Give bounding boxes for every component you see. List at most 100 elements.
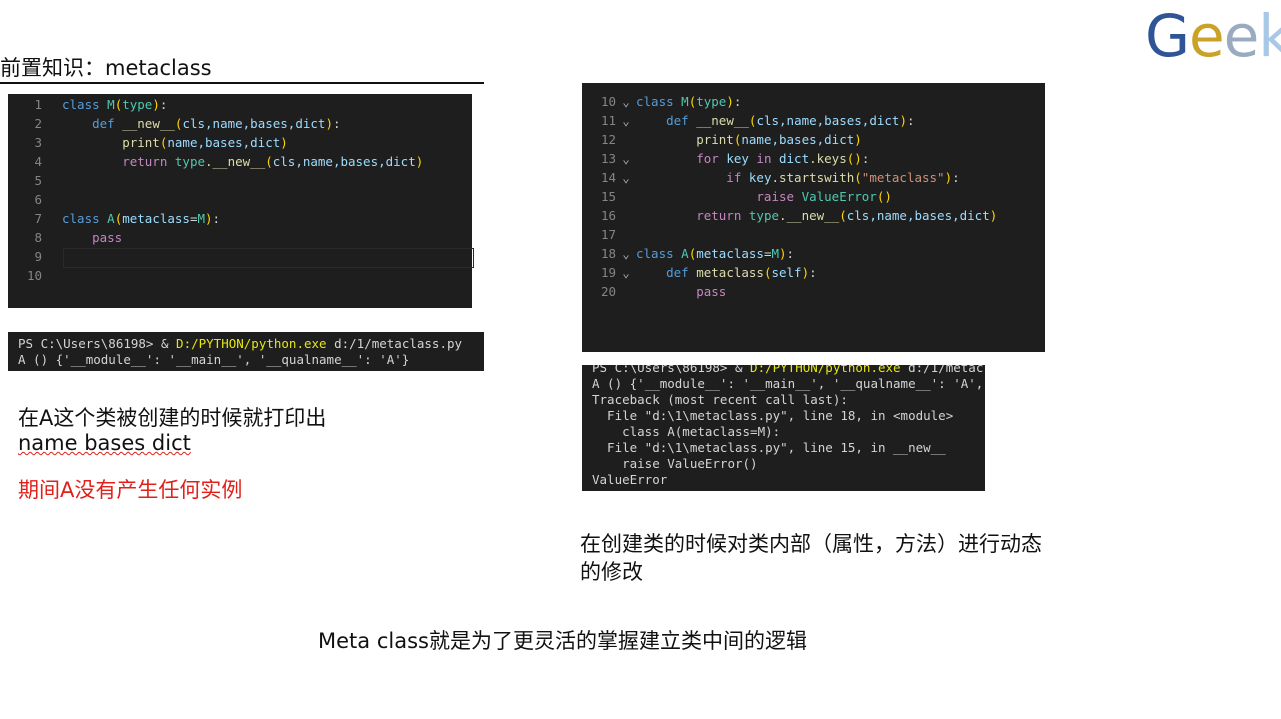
code-token: "metaclass" bbox=[861, 170, 945, 185]
code-token: return bbox=[636, 208, 749, 223]
terminal-token: PS C:\Users\86198> & bbox=[592, 365, 751, 375]
code-token: cls,name,bases,dict bbox=[272, 154, 416, 169]
chevron-down-icon: ⌄ bbox=[622, 94, 630, 109]
terminal-line: File "d:\1\metaclass.py", line 15, in __… bbox=[592, 440, 946, 456]
code-token: : bbox=[332, 116, 341, 131]
code-token: = bbox=[763, 246, 772, 261]
code-token: pass bbox=[636, 284, 727, 299]
code-token: return bbox=[62, 154, 175, 169]
terminal-line: raise ValueError() bbox=[592, 456, 758, 472]
chevron-down-icon: ⌄ bbox=[622, 265, 630, 280]
code-token: .keys bbox=[809, 151, 847, 166]
line-number: 5 bbox=[34, 173, 42, 188]
fold-gutter bbox=[42, 247, 62, 266]
code-token: ) bbox=[415, 154, 424, 169]
code-token: () bbox=[876, 189, 892, 204]
code-line: 18⌄class A(metaclass=M): bbox=[582, 244, 794, 263]
terminal-line: PS C:\Users\86198> & D:/PYTHON/python.ex… bbox=[18, 336, 462, 352]
code-token: cls,name,bases,dict bbox=[756, 113, 900, 128]
line-number: 8 bbox=[34, 230, 42, 245]
fold-gutter bbox=[616, 187, 636, 206]
code-editor-left: 1 class M(type):2 def __new__(cls,name,b… bbox=[8, 94, 472, 308]
right-note-line-1: 在创建类的时候对类内部（属性，方法）进行动态 bbox=[580, 532, 1042, 556]
code-token: def bbox=[636, 265, 697, 280]
terminal-line: ValueError bbox=[592, 472, 667, 488]
code-token: ( bbox=[114, 97, 123, 112]
code-token: ( bbox=[763, 265, 772, 280]
logo-letter: e bbox=[1188, 2, 1225, 70]
code-token: M bbox=[681, 94, 689, 109]
code-line: 2 def __new__(cls,name,bases,dict): bbox=[8, 114, 341, 133]
code-token: class bbox=[62, 97, 108, 112]
code-token: : bbox=[159, 97, 168, 112]
line-number: 10 bbox=[600, 94, 616, 109]
code-token: .startswith bbox=[771, 170, 855, 185]
code-token: type bbox=[748, 208, 779, 223]
line-number: 12 bbox=[600, 132, 616, 147]
code-line: 10⌄class M(type): bbox=[582, 92, 741, 111]
terminal-line: class A(metaclass=M): bbox=[592, 424, 780, 440]
code-token: cls,name,bases,dict bbox=[182, 116, 326, 131]
code-token: ) bbox=[854, 132, 862, 147]
terminal-line: A () {'__module__': '__main__', '__qualn… bbox=[592, 376, 983, 392]
fold-gutter bbox=[616, 282, 636, 301]
code-token: for bbox=[636, 151, 727, 166]
code-line: 7 class A(metaclass=M): bbox=[8, 209, 220, 228]
line-number: 13 bbox=[600, 151, 616, 166]
fold-gutter bbox=[42, 114, 62, 133]
code-token: metaclass bbox=[696, 265, 764, 280]
code-line: 15 raise ValueError() bbox=[582, 187, 892, 206]
fold-gutter bbox=[42, 171, 62, 190]
code-token: __new__ bbox=[122, 116, 175, 131]
code-line: 8 pass bbox=[8, 228, 122, 247]
terminal-line: PS C:\Users\86198> & D:/PYTHON/python.ex… bbox=[592, 365, 985, 376]
terminal-token: PS C:\Users\86198> & bbox=[18, 336, 177, 351]
code-token: : bbox=[809, 265, 817, 280]
line-number: 4 bbox=[34, 154, 42, 169]
code-token: ( bbox=[688, 246, 697, 261]
code-token: = bbox=[189, 211, 198, 226]
code-token: key bbox=[748, 170, 772, 185]
terminal-token: File "d:\1\metaclass.py", line 18, in <m… bbox=[592, 408, 954, 423]
slide-title: 前置知识：metaclass bbox=[0, 56, 212, 80]
line-number: 7 bbox=[34, 211, 42, 226]
code-token: ) bbox=[325, 116, 333, 131]
fold-gutter bbox=[42, 209, 62, 228]
right-note-line-2: 的修改 bbox=[580, 560, 643, 584]
current-line-highlight bbox=[63, 248, 474, 268]
line-number: 3 bbox=[34, 135, 42, 150]
code-token: M bbox=[771, 246, 780, 261]
code-line: 9 bbox=[8, 247, 62, 266]
code-token: in bbox=[756, 151, 779, 166]
code-token: type bbox=[696, 94, 727, 109]
code-token: : bbox=[861, 151, 870, 166]
code-token: metaclass bbox=[122, 211, 190, 226]
line-number: 18 bbox=[600, 246, 616, 261]
title-underline bbox=[0, 82, 484, 84]
code-line: 17 bbox=[582, 225, 636, 244]
code-line: 19⌄ def metaclass(self): bbox=[582, 263, 817, 282]
code-token: ( bbox=[733, 132, 742, 147]
fold-gutter bbox=[42, 190, 62, 209]
fold-gutter bbox=[42, 266, 62, 285]
code-token: print bbox=[62, 135, 160, 150]
code-token: type bbox=[122, 97, 153, 112]
terminal-token: A () {'__module__': '__main__', '__qualn… bbox=[18, 352, 410, 367]
line-number: 6 bbox=[34, 192, 42, 207]
terminal-token: raise ValueError() bbox=[592, 456, 758, 471]
line-number: 2 bbox=[34, 116, 42, 131]
code-token: class bbox=[636, 246, 682, 261]
terminal-token: File "d:\1\metaclass.py", line 15, in __… bbox=[592, 440, 946, 455]
fold-gutter bbox=[616, 206, 636, 225]
code-line: 3 print(name,bases,dict) bbox=[8, 133, 288, 152]
code-token: class bbox=[62, 211, 108, 226]
line-number: 15 bbox=[600, 189, 616, 204]
terminal-output-right: PS C:\Users\86198> & D:/PYTHON/python.ex… bbox=[582, 365, 985, 491]
code-token: if bbox=[636, 170, 749, 185]
code-token: dict bbox=[779, 151, 810, 166]
bottom-summary: Meta class就是为了更灵活的掌握建立类中间的逻辑 bbox=[318, 629, 807, 653]
code-token: : bbox=[952, 170, 960, 185]
code-token: type bbox=[174, 154, 205, 169]
code-token: ) bbox=[280, 135, 288, 150]
fold-gutter bbox=[42, 95, 62, 114]
